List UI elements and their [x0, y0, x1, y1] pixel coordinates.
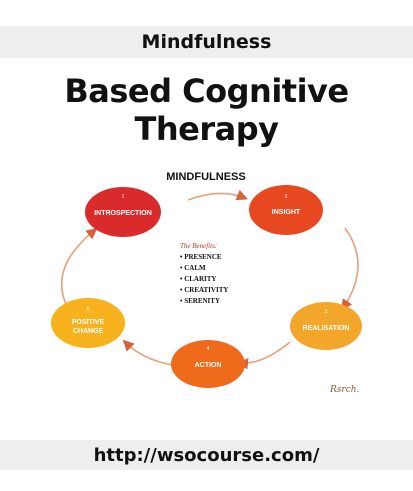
benefit-item: • CLARITY — [180, 275, 217, 283]
footer-url-band: http://wsocourse.com/ — [0, 440, 413, 470]
diagram-title: MINDFULNESS — [166, 171, 245, 183]
node-insight: 2 INSIGHT — [249, 185, 323, 235]
node-label-line-1: POSITIVE — [72, 319, 105, 326]
footer-url: http://wsocourse.com/ — [93, 444, 320, 466]
arrow-1-to-2 — [187, 189, 248, 201]
node-label: INTROSPECTION — [94, 210, 152, 217]
top-title: Mindfulness — [141, 31, 272, 53]
node-label: INSIGHT — [272, 209, 301, 216]
benefits-list: The Benefits: • PRESENCE • CALM • CLARIT… — [180, 242, 228, 305]
node-number: 3 — [325, 309, 328, 315]
node-number: 2 — [285, 194, 288, 200]
top-title-band: Mindfulness — [0, 26, 413, 58]
benefit-item: • SERENITY — [180, 297, 220, 305]
node-positive-change: 5 POSITIVE CHANGE — [51, 298, 125, 348]
benefit-item: • CALM — [180, 264, 206, 272]
node-number: 4 — [207, 346, 210, 352]
node-number: 5 — [87, 307, 90, 313]
headline: Based Cognitive Therapy — [64, 72, 349, 148]
node-label-line-2: CHANGE — [73, 328, 104, 335]
node-realisation: 3 REALISATION — [290, 302, 362, 350]
node-introspection: 1 INTROSPECTION — [85, 187, 161, 237]
node-label: REALISATION — [303, 325, 350, 332]
benefits-title: The Benefits: — [180, 242, 217, 250]
node-action: 4 ACTION — [171, 340, 245, 388]
arrow-3-to-4 — [236, 341, 291, 370]
arrow-2-to-3 — [341, 227, 359, 311]
node-number: 1 — [122, 194, 125, 200]
node-label: ACTION — [195, 362, 222, 369]
benefit-item: • CREATIVITY — [180, 286, 228, 294]
author-signature: Rsrch. — [329, 385, 360, 395]
benefit-item: • PRESENCE — [180, 253, 222, 261]
